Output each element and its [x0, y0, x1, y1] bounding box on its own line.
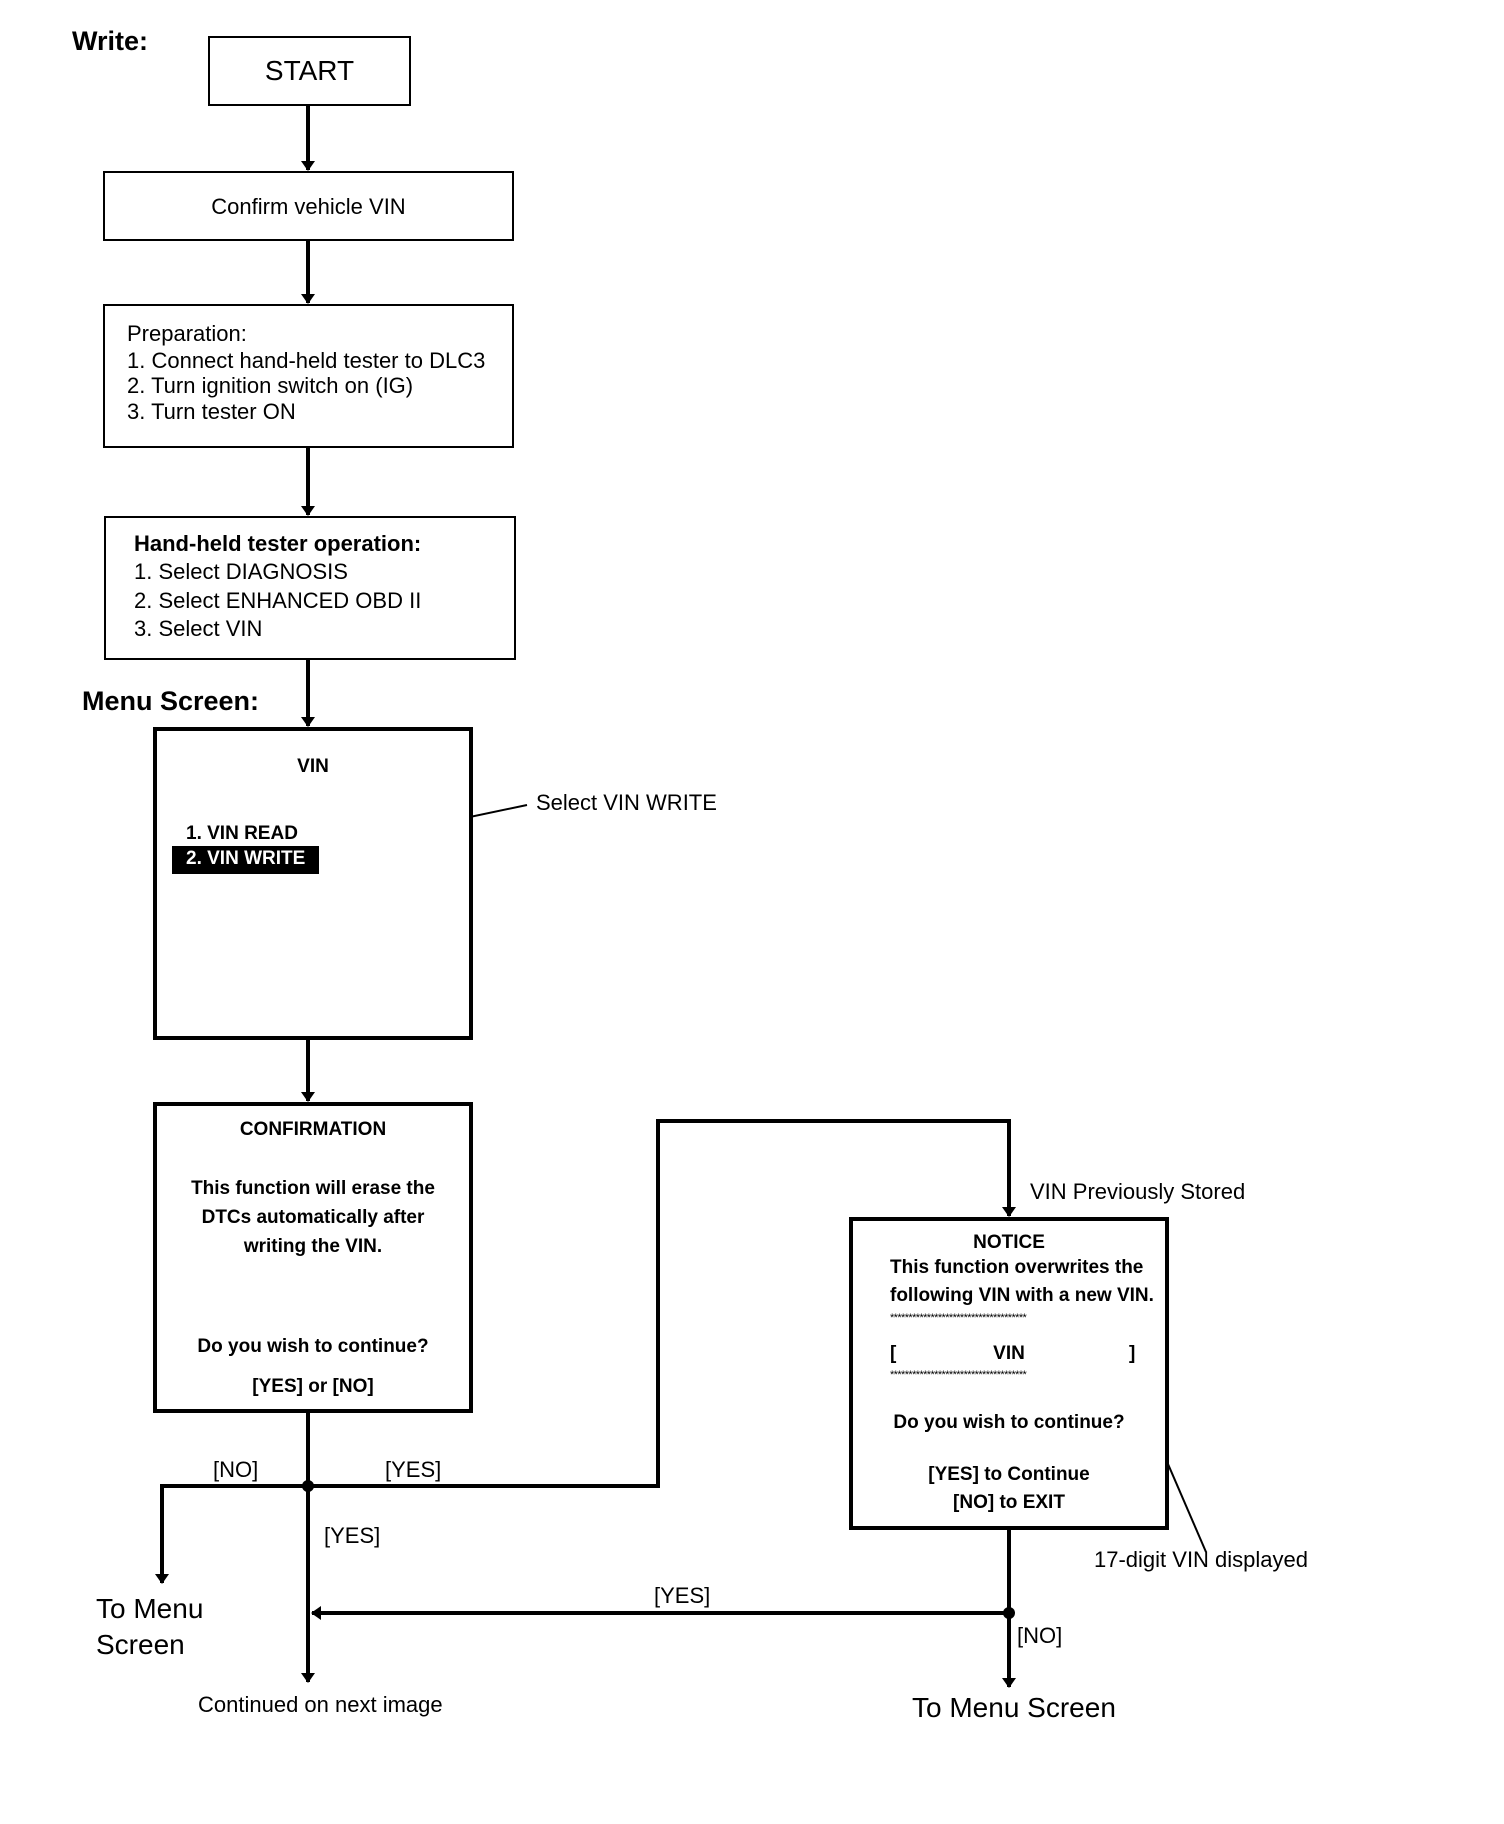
notice-vin-close: ] [1129, 1343, 1136, 1364]
menu-item-vin-read: 1. VIN READ [186, 823, 298, 844]
notice-vin-label: VIN [993, 1343, 1025, 1364]
confirmation-line: This function will erase the [191, 1178, 435, 1199]
notice-entry-label: VIN Previously Stored [1030, 1179, 1246, 1204]
branch-no-notice-label: [NO] [1017, 1623, 1063, 1648]
confirmation-question: Do you wish to continue? [197, 1336, 429, 1357]
write-label: Write: [72, 26, 149, 56]
branch-yes-back-label: [YES] [654, 1583, 711, 1608]
arrow-no-left [155, 1484, 308, 1584]
menu-title: VIN [297, 756, 329, 777]
notice-opt-no: [NO] to EXIT [953, 1492, 1065, 1513]
start-node: START [208, 36, 411, 106]
preparation-item: 2. Turn ignition switch on (IG) [127, 373, 414, 398]
start-label: START [264, 55, 355, 86]
notice-stars: ************************************* [890, 1369, 1027, 1381]
notice-opt-yes: [YES] to Continue [928, 1464, 1090, 1485]
notice-line: This function overwrites the [890, 1257, 1144, 1278]
notice-line: following VIN with a new VIN. [890, 1285, 1154, 1306]
confirmation-screen: CONFIRMATION This function will erase th… [153, 1102, 473, 1413]
confirmation-line: writing the VIN. [243, 1236, 383, 1257]
confirmation-options: [YES] or [NO] [252, 1376, 374, 1397]
to-menu-left-line1: To Menu [96, 1593, 204, 1624]
branch-no-label: [NO] [213, 1457, 259, 1482]
menu-screen: VIN 1. VIN READ 2. VIN WRITE [153, 727, 473, 1040]
confirmation-title: CONFIRMATION [239, 1119, 387, 1140]
vin-callout-label: 17-digit VIN displayed [1094, 1547, 1309, 1572]
operation-item: 3. Select VIN [134, 616, 263, 641]
confirm-vin-step: Confirm vehicle VIN [103, 171, 514, 241]
notice-stars: ************************************* [890, 1312, 1027, 1324]
junction-dot [302, 1480, 314, 1492]
to-menu-left-line2: Screen [96, 1629, 185, 1660]
confirmation-line: DTCs automatically after [201, 1207, 425, 1228]
notice-title: NOTICE [973, 1232, 1045, 1253]
junction-dot [1003, 1607, 1015, 1619]
preparation-step: Preparation: 1. Connect hand-held tester… [103, 304, 514, 448]
operation-item: 2. Select ENHANCED OBD II [134, 588, 422, 613]
notice-question: Do you wish to continue? [893, 1412, 1125, 1433]
operation-step: Hand-held tester operation: 1. Select DI… [104, 516, 516, 660]
operation-title: Hand-held tester operation: [134, 531, 422, 556]
continued-label: Continued on next image [198, 1692, 443, 1717]
notice-vin-open: [ [890, 1343, 897, 1364]
branch-yes-right-label: [YES] [385, 1457, 442, 1482]
menu-callout-label: Select VIN WRITE [536, 790, 717, 815]
preparation-item: 1. Connect hand-held tester to DLC3 [127, 348, 486, 373]
preparation-title: Preparation: [127, 321, 247, 346]
preparation-item: 3. Turn tester ON [127, 399, 296, 424]
notice-screen: NOTICE This function overwrites the foll… [849, 1217, 1169, 1530]
branch-yes-down-label: [YES] [324, 1523, 381, 1548]
operation-item: 1. Select DIAGNOSIS [134, 559, 348, 584]
menu-screen-label: Menu Screen: [82, 686, 260, 716]
menu-item-vin-write: 2. VIN WRITE [172, 846, 320, 874]
confirm-vin-label: Confirm vehicle VIN [211, 193, 406, 219]
arrow-yes-right [308, 1119, 1016, 1488]
to-menu-right: To Menu Screen [912, 1692, 1116, 1723]
